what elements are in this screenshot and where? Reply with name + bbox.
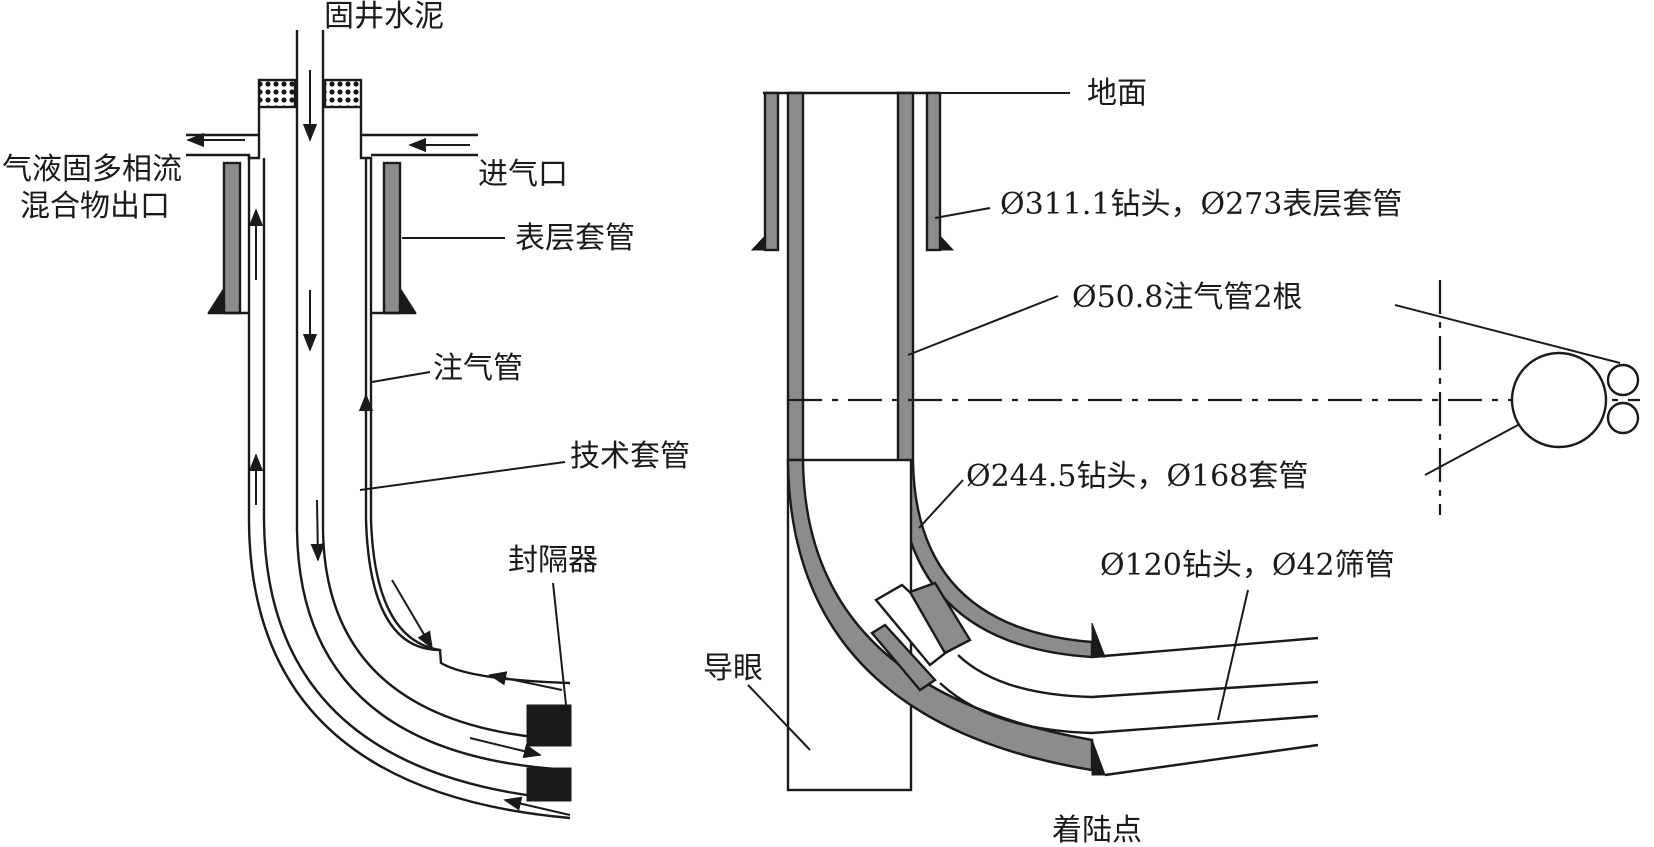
inlet-pipe (361, 133, 478, 157)
packer-upper (526, 704, 572, 747)
label-inlet: 进气口 (478, 157, 568, 192)
cement-plug-right (323, 78, 363, 109)
label-outlet-line1: 气液固多相流 (2, 152, 182, 187)
section-pipe-upper (1606, 363, 1640, 397)
surface-casing-right-wall (382, 161, 402, 315)
outlet-pipe (186, 133, 259, 160)
label-bit-311: Ø311.1钻头，Ø273表层套管 (1000, 187, 1402, 222)
label-outlet-line2: 混合物出口 (20, 189, 170, 224)
packer-lower (526, 767, 572, 802)
left-well-diagram: 固井水泥 气液固多相流 混合物出口 进气口 表层套管 注气管 技术套管 封隔器 (2, 0, 690, 820)
right-well-diagram: 地面 Ø311.1钻头，Ø273表层套管 Ø50.8注气管2根 Ø244.5钻头… (703, 76, 1640, 847)
cement-plug-left (257, 78, 297, 109)
label-ground: 地面 (1087, 76, 1147, 111)
label-packer: 封隔器 (508, 543, 598, 578)
label-bit-120: Ø120钻头，Ø42筛管 (1100, 548, 1395, 583)
technical-casing-inner-left (262, 158, 571, 802)
screen-pipe-lower (939, 682, 1319, 735)
screen-pipe-upper (957, 636, 1319, 699)
label-injection-pipes: Ø50.8注气管2根 (1072, 280, 1302, 315)
inner-tubing (295, 100, 571, 772)
label-pilot-hole: 导眼 (703, 651, 763, 686)
label-injection-pipe: 注气管 (433, 351, 523, 386)
label-cement: 固井水泥 (324, 0, 444, 34)
surface-casing-wall-left (763, 91, 780, 252)
section-pipe-lower (1606, 401, 1640, 435)
section-casing-circle (1510, 351, 1608, 449)
label-bit-244: Ø244.5钻头，Ø168套管 (966, 459, 1308, 494)
tool-block (908, 581, 972, 655)
label-technical-casing: 技术套管 (570, 439, 690, 474)
label-landing-point: 着陆点 (1052, 813, 1142, 847)
label-surface-casing: 表层套管 (515, 221, 635, 256)
surface-casing-wall-right (925, 91, 942, 252)
technical-casing-outer (247, 107, 571, 820)
surface-casing-left-wall (222, 161, 242, 315)
